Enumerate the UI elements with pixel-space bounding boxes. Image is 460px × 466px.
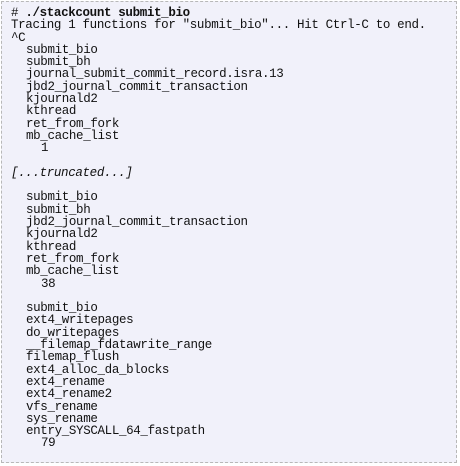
stack-frame: kjournald2 bbox=[26, 227, 98, 242]
stack-frame: submit_bio bbox=[26, 190, 98, 205]
stack-frame: jbd2_journal_commit_transaction bbox=[26, 79, 248, 94]
stack-frame: __filemap_fdatawrite_range bbox=[26, 338, 212, 353]
stack-frame: sys_rename bbox=[26, 411, 98, 426]
stack-trace-2: submit_bio submit_bh jbd2_journal_commit… bbox=[11, 190, 456, 291]
stack-frame: ret_from_fork bbox=[26, 251, 119, 266]
stack-frame: jbd2_journal_commit_transaction bbox=[26, 215, 248, 230]
tracing-status-line: Tracing 1 functions for "submit_bio"... … bbox=[11, 18, 426, 33]
command-text: ./stackcount submit_bio bbox=[25, 6, 190, 20]
stack-frame: filemap_flush bbox=[26, 350, 119, 365]
stack-trace-1: submit_bio submit_bh journal_submit_comm… bbox=[11, 42, 456, 156]
stack-frame: submit_bh bbox=[26, 55, 91, 70]
stack-count: 38 bbox=[41, 276, 56, 291]
stack-frame: ext4_rename2 bbox=[26, 387, 112, 402]
interrupt-line: ^C bbox=[11, 30, 26, 45]
shell-prompt: # bbox=[11, 6, 26, 20]
stack-count: 79 bbox=[41, 436, 56, 451]
blank-line bbox=[11, 155, 456, 167]
stack-frame: mb_cache_list bbox=[26, 264, 119, 279]
stack-frame: submit_bh bbox=[26, 202, 91, 217]
stack-frame: mb_cache_list bbox=[26, 128, 119, 143]
stack-count: 1 bbox=[41, 141, 49, 156]
stack-frame: ret_from_fork bbox=[26, 116, 119, 131]
stack-frame: submit_bio bbox=[26, 301, 98, 316]
stack-frame: kthread bbox=[26, 239, 77, 254]
stack-trace-3: submit_bio ext4_writepages do_writepages… bbox=[11, 302, 456, 450]
truncated-note: [...truncated...] bbox=[11, 165, 133, 180]
stack-frame: do_writepages bbox=[26, 325, 119, 340]
stack-frame: kthread bbox=[26, 104, 77, 119]
stack-frame: vfs_rename bbox=[26, 399, 98, 414]
stack-frame: entry_SYSCALL_64_fastpath bbox=[26, 424, 205, 439]
stack-frame: submit_bio bbox=[26, 42, 98, 57]
stack-frame: ext4_alloc_da_blocks bbox=[26, 362, 170, 377]
stack-frame: ext4_writepages bbox=[26, 313, 134, 328]
command-line: # ./stackcount submit_bio bbox=[11, 6, 456, 20]
stack-frame: kjournald2 bbox=[26, 92, 98, 107]
stack-frame: journal_submit_commit_record.isra.13 bbox=[26, 67, 284, 82]
stack-frame: ext4_rename bbox=[26, 374, 105, 389]
